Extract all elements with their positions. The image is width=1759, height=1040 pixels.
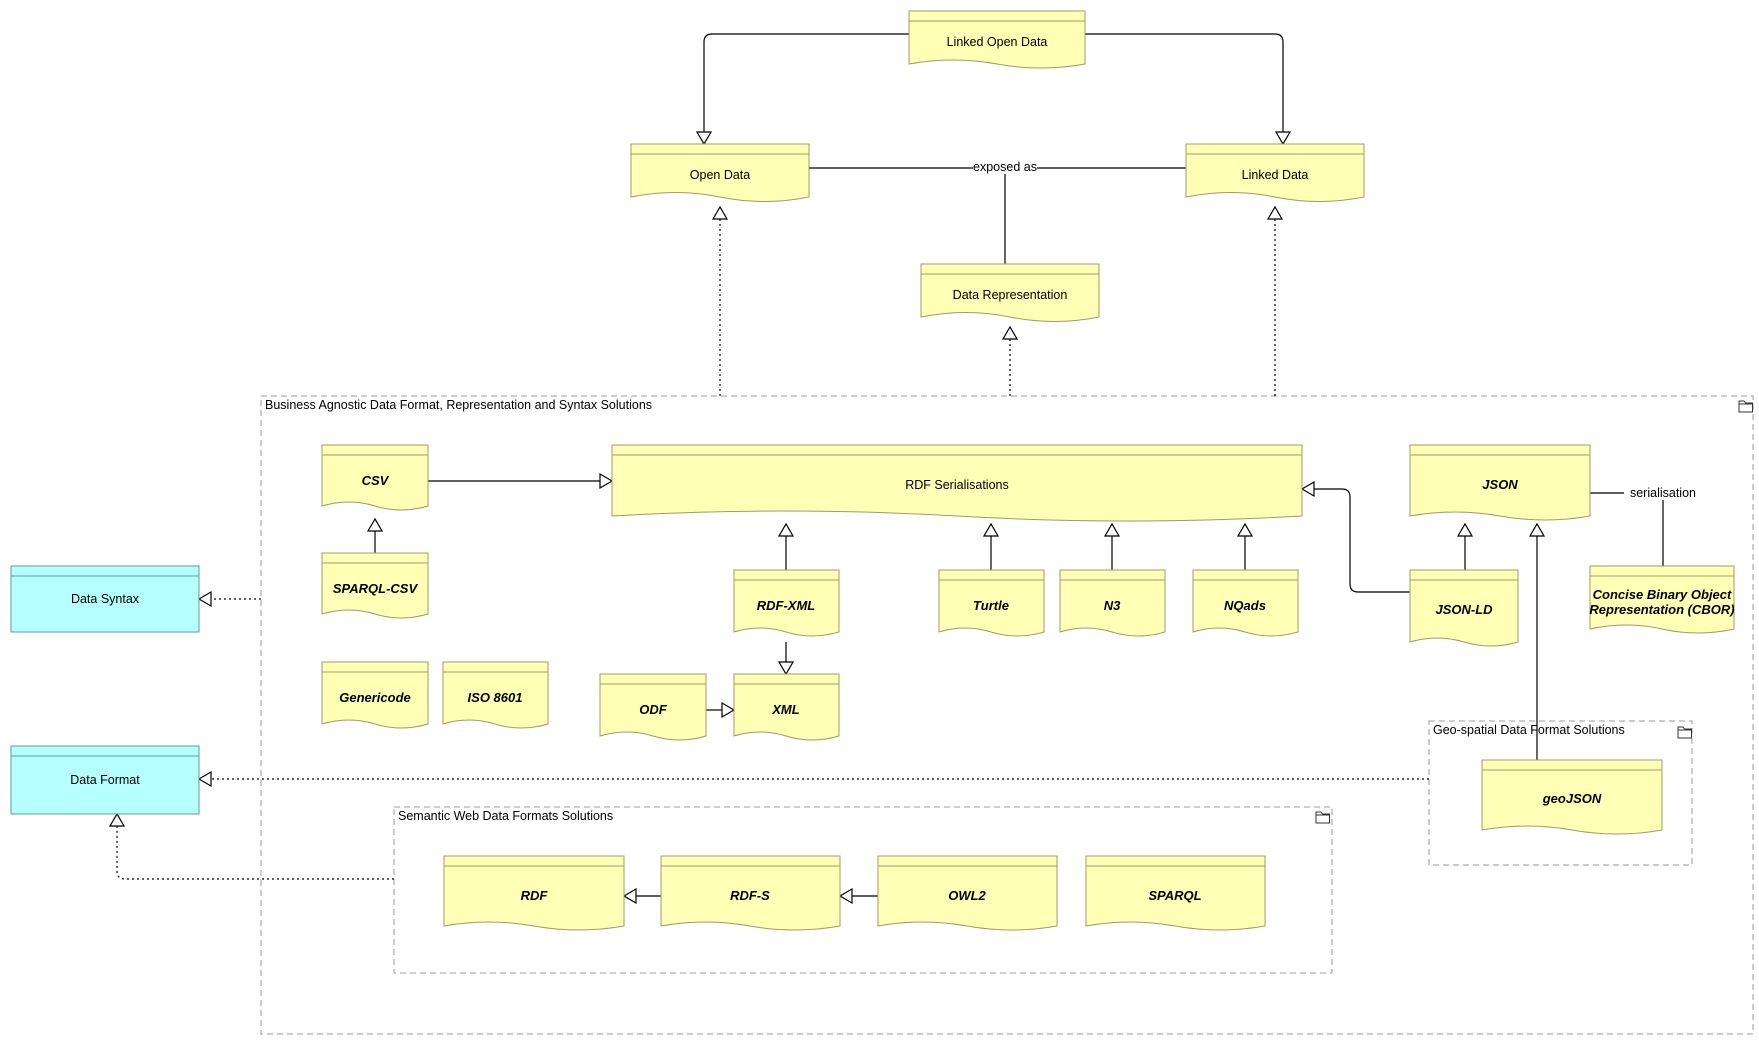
realization-arrow (108, 812, 126, 827)
data-format-object[interactable]: Data Format (10, 745, 200, 815)
nquads-label: NQads (1224, 598, 1266, 613)
rdf-xml-object[interactable]: RDF-XML (733, 569, 840, 637)
genericode-label: Genericode (339, 690, 411, 705)
data-format-label: Data Format (70, 773, 140, 787)
folder-icon (1738, 400, 1753, 413)
json-object[interactable]: JSON (1409, 444, 1591, 521)
serialisation-label: serialisation (1624, 484, 1702, 500)
n3-object[interactable]: N3 (1059, 569, 1166, 637)
linked-data-object[interactable]: Linked Data (1185, 143, 1365, 202)
rdf-s-object[interactable]: RDF-S (660, 855, 841, 931)
csv-label: CSV (362, 473, 390, 488)
specialization-arrow (1236, 522, 1254, 537)
rdf-serialisations-object[interactable]: RDF Serialisations (611, 444, 1303, 522)
data-syntax-object[interactable]: Data Syntax (10, 565, 200, 633)
realization-arrow (197, 770, 212, 788)
odf-label: ODF (639, 702, 668, 717)
cbor-label-line1: Concise Binary Object (1593, 587, 1732, 602)
specialization-arrow (777, 522, 795, 537)
relationships (108, 33, 1664, 905)
group-geo-spatial-label: Geo-spatial Data Format Solutions (1433, 723, 1625, 737)
linked-open-data-object[interactable]: Linked Open Data (908, 10, 1086, 69)
specialization-arrow (838, 887, 853, 905)
sparql-csv-label: SPARQL-CSV (333, 581, 419, 596)
csv-object[interactable]: CSV (321, 444, 429, 511)
specialization-arrow (695, 131, 713, 146)
rdf-object[interactable]: RDF (443, 855, 625, 931)
group-business-agnostic-label: Business Agnostic Data Format, Represent… (265, 398, 652, 412)
rdf-s-label: RDF-S (730, 888, 770, 903)
cbor-label-line2: Representation (CBOR) (1589, 602, 1734, 617)
group-geo-spatial[interactable]: Geo-spatial Data Format Solutions (1428, 720, 1693, 866)
realization-arrow (711, 205, 729, 220)
svg-text:exposed as: exposed as (973, 160, 1037, 174)
xml-label: XML (771, 702, 800, 717)
n3-label: N3 (1104, 598, 1121, 613)
iso-8601-object[interactable]: ISO 8601 (442, 661, 549, 729)
specialization-arrow (1528, 522, 1546, 537)
data-representation-object[interactable]: Data Representation (920, 263, 1100, 322)
specialization-arrow (1103, 522, 1121, 537)
specialization-arrow (1274, 131, 1292, 146)
iso-8601-label: ISO 8601 (468, 690, 523, 705)
folder-icon (1677, 726, 1692, 739)
group-business-agnostic[interactable]: Business Agnostic Data Format, Represent… (260, 395, 1754, 1035)
realization-arrow (197, 590, 212, 608)
folder-icon (1315, 811, 1330, 824)
exposed-as-label: exposed as (973, 158, 1037, 174)
specialization-arrow (721, 701, 736, 719)
rdf-label: RDF (521, 888, 549, 903)
svg-text:serialisation: serialisation (1630, 486, 1696, 500)
owl2-label: OWL2 (948, 888, 986, 903)
geojson-label: geoJSON (1542, 791, 1602, 806)
json-ld-object[interactable]: JSON-LD (1409, 569, 1519, 647)
xml-object[interactable]: XML (733, 673, 840, 741)
rdf-xml-label: RDF-XML (757, 598, 816, 613)
realization-arrow (1266, 205, 1284, 220)
open-data-label: Open Data (690, 168, 751, 182)
json-ld-label: JSON-LD (1435, 602, 1493, 617)
json-label: JSON (1482, 477, 1518, 492)
genericode-object[interactable]: Genericode (321, 661, 429, 729)
realization-arrow (1001, 325, 1019, 340)
owl2-object[interactable]: OWL2 (877, 855, 1058, 931)
sparql-csv-object[interactable]: SPARQL-CSV (321, 552, 429, 619)
data-syntax-label: Data Syntax (71, 592, 140, 606)
group-semantic-web-label: Semantic Web Data Formats Solutions (398, 809, 613, 823)
rdf-serialisations-label: RDF Serialisations (905, 478, 1009, 492)
specialization-arrow (366, 517, 384, 532)
nquads-object[interactable]: NQads (1192, 569, 1299, 637)
open-data-object[interactable]: Open Data (630, 143, 810, 202)
linked-data-label: Linked Data (1242, 168, 1309, 182)
specialization-arrow (1456, 522, 1474, 537)
specialization-arrow (1300, 480, 1315, 498)
turtle-object[interactable]: Turtle (938, 569, 1045, 637)
specialization-arrow (622, 887, 637, 905)
specialization-arrow (777, 661, 795, 676)
specialization-arrow (599, 472, 614, 490)
data-representation-label: Data Representation (953, 288, 1068, 302)
geojson-object[interactable]: geoJSON (1481, 759, 1663, 835)
sparql-object[interactable]: SPARQL (1085, 855, 1266, 931)
cbor-object[interactable]: Concise Binary Object Representation (CB… (1589, 565, 1735, 634)
odf-object[interactable]: ODF (599, 673, 707, 741)
specialization-arrow (982, 522, 1000, 537)
group-semantic-web[interactable]: Semantic Web Data Formats Solutions (393, 806, 1333, 974)
linked-open-data-label: Linked Open Data (947, 35, 1048, 49)
turtle-label: Turtle (973, 598, 1009, 613)
sparql-label: SPARQL (1148, 888, 1201, 903)
